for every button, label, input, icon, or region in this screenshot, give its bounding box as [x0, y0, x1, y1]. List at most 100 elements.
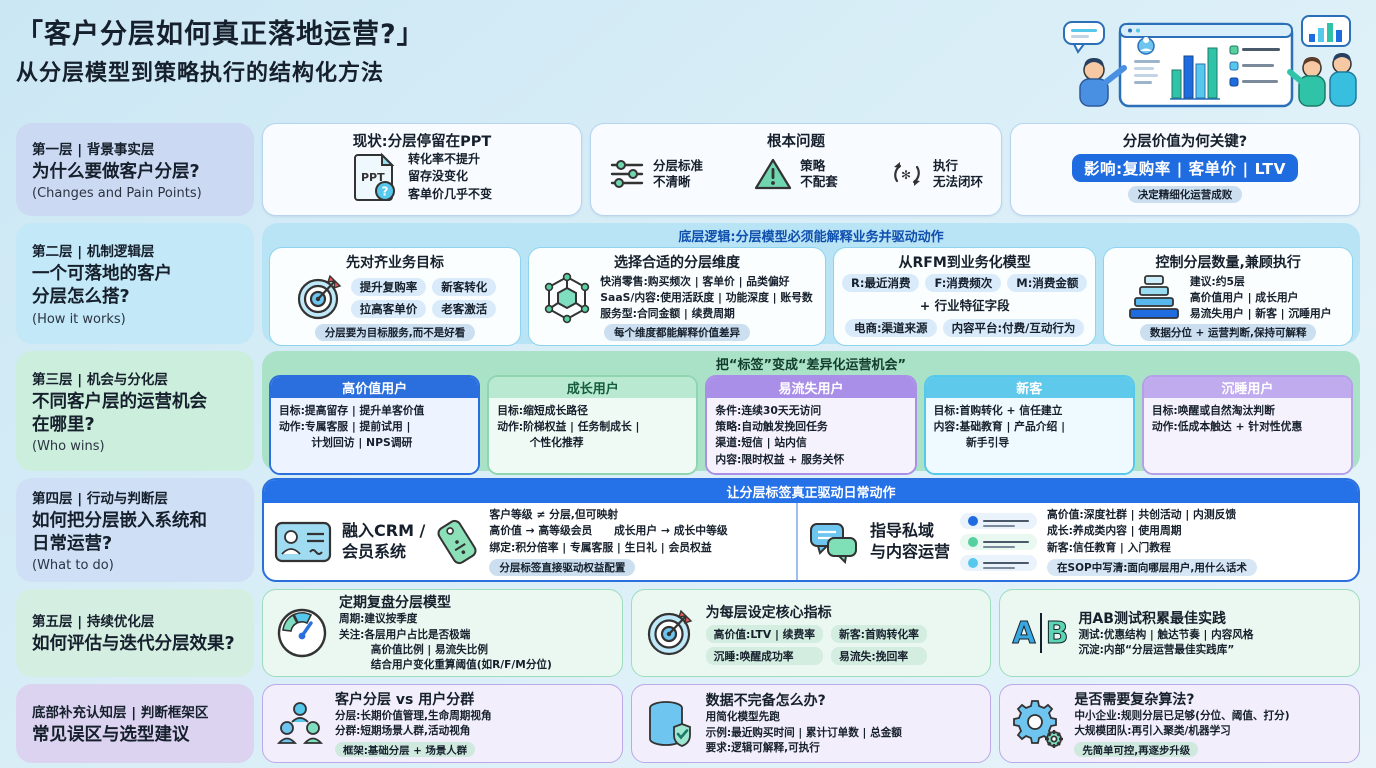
svg-text:?: ?	[381, 185, 388, 199]
row4-question: 如何把分层嵌入系统和 日常运营?	[32, 510, 207, 554]
crm-lines: 客户等级 ≠ 分层,但可映射 高价值 → 高等级会员 成长用户 → 成长中等级 …	[489, 508, 728, 554]
row6-label: 底部补充认知层 | 判断框架区 常见误区与选型建议	[16, 684, 254, 763]
dimensions-title: 选择合适的分层维度	[614, 255, 740, 271]
goal-pill: 老客激活	[432, 300, 497, 318]
kpi-pill: 高价值:LTV | 续费率	[705, 624, 824, 643]
align-goals-title: 先对齐业务目标	[346, 255, 444, 271]
bullet-list-graphic	[960, 512, 1038, 571]
row-optimization: 第五层 | 持续优化层 如何评估与迭代分层效果? 定期复盘分层模型 周期:建议按…	[16, 589, 1361, 677]
gauge-icon	[275, 606, 329, 660]
row6-tag: 底部补充认知层 | 判断框架区	[32, 704, 209, 721]
complex-algorithm-lines: 中小企业:规则分层已足够(分位、阈值、打分) 大规模团队:再引入聚类/机器学习	[1074, 709, 1290, 737]
row1-question: 为什么要做客户分层?	[32, 161, 200, 182]
problem-item-strategy-text: 策略 不配套	[800, 157, 838, 189]
row3-label: 第三层 | 机会与分化层 不同客户层的运营机会 在哪里? (Who wins)	[16, 351, 254, 471]
actions-panel: 让分层标签真正驱动日常动作 融入CRM / 会员系统	[262, 478, 1360, 582]
problem-item-execution: ✻ 执行 无法闭环	[889, 157, 983, 191]
align-goals-note: 分层要为目标服务,而不是好看	[314, 324, 476, 341]
title-line2: 从分层模型到策略执行的结构化方法	[16, 61, 385, 86]
dimensions-lines: 快消零售:购买频次 | 客单价 | 品类偏好 SaaS/内容:使用活跃度 | 功…	[600, 274, 813, 321]
segment-card-growth: 成长用户 目标:缩短成长路径 动作:阶梯权益 | 任务制成长 | 个性化推荐	[487, 375, 699, 475]
segment-card-high-value: 高价值用户 目标:提高留存 | 提升单客价值 动作:专属客服 | 提前试用 | …	[269, 375, 481, 475]
cycle-arrows-icon: ✻	[889, 157, 925, 191]
chat-bubbles-icon	[808, 520, 860, 564]
complex-algorithm-box: 是否需要复杂算法? 中小企业:规则分层已足够(分位、阈值、打分) 大规模团队:再…	[999, 684, 1361, 763]
review-title: 定期复盘分层模型	[339, 595, 451, 612]
gears-icon	[1012, 699, 1064, 749]
ab-test-title: 用AB测试积累最佳实践	[1078, 610, 1226, 627]
problem-item-strategy: 策略 不配套	[754, 157, 838, 191]
layer-count-title: 控制分层数量,兼顾执行	[1155, 255, 1301, 271]
kpi-title: 为每层设定核心指标	[705, 604, 832, 621]
problem-item-criteria-text: 分层标准 不清晰	[653, 157, 704, 189]
root-problem-box: 根本问题 分层标准 不清晰	[590, 123, 1002, 216]
row-opportunities: 第三层 | 机会与分化层 不同客户层的运营机会 在哪里? (Who wins) …	[16, 351, 1360, 475]
row6-question: 常见误区与选型建议	[32, 724, 190, 745]
private-domain-note: 在SOP中写清:面向哪层用户,用什么话术	[1047, 558, 1257, 576]
sliders-icon	[609, 158, 645, 190]
review-lines: 周期:建议按季度 关注:各层用户占比是否极端 高价值比例 | 易流失比例 结合用…	[339, 613, 552, 672]
value-box: 分层价值为何关键? 影响:复购率 | 客单价 | LTV 决定精细化运营成败	[1010, 123, 1360, 216]
row-actions: 第四层 | 行动与判断层 如何把分层嵌入系统和 日常运营? (What to d…	[16, 478, 1360, 582]
segmentation-framework-note: 框架:基础分层 + 场景人群	[335, 742, 476, 758]
segmentation-vs-grouping-box: 客户分层 vs 用户分群 分层:长期价值管理,生命周期视角 分群:短期场景人群,…	[262, 684, 623, 763]
value-title: 分层价值为何关键?	[1122, 134, 1248, 150]
crm-note: 分层标签直接驱动权益配置	[489, 558, 636, 576]
goal-pill: 拉高客单价	[350, 300, 427, 318]
page-title: 「客户分层如何真正落地运营?」 从分层模型到策略执行的结构化方法	[16, 12, 425, 87]
row2-subtitle-en: (How it works)	[32, 311, 126, 327]
ppt-document-icon: PPT ?	[352, 151, 398, 203]
segment-name: 高价值用户	[271, 377, 479, 398]
rfm-pill-m: M:消费金额	[1007, 274, 1088, 292]
opportunities-band: 把“标签”变成“差异化运营机会”	[715, 358, 907, 373]
ab-test-icon: A B	[1012, 613, 1069, 653]
segment-body: 条件:连续30天无访问 策略:自动触发挽回任务 渠道:短信 | 站内信 内容:限…	[707, 398, 915, 473]
header: 「客户分层如何真正落地运营?」 从分层模型到策略执行的结构化方法	[16, 12, 1360, 116]
rfm-title: 从RFM到业务化模型	[898, 255, 1031, 271]
status-box: 现状:分层停留在PPT PPT ? 转化率不提升 留存没变化 客单价几乎不变	[262, 123, 582, 216]
rfm-pill-ecom: 电商:渠道来源	[844, 319, 937, 337]
row3-question: 不同客户层的运营机会 在哪里?	[32, 391, 207, 435]
status-lines: 转化率不提升 留存没变化 客单价几乎不变	[407, 152, 492, 201]
rfm-pill-f: F:消费频次	[925, 274, 1002, 292]
private-domain-title: 指导私域 与内容运营	[870, 520, 951, 561]
row-background-facts: 第一层 | 背景事实层 为什么要做客户分层? (Changes and Pain…	[16, 123, 1360, 216]
layer-count-note: 数据分位 + 运营判断,保持可解释	[1139, 324, 1317, 341]
segment-body: 目标:提高留存 | 提升单客价值 动作:专属客服 | 提前试用 | 计划回访 |…	[271, 398, 479, 473]
incomplete-data-box: 数据不完备怎么办? 用简化模型先跑 示例:最近购买时间 | 累计订单数 | 总金…	[630, 684, 992, 763]
dimensions-note: 每个维度都能解释价值差异	[604, 324, 750, 341]
kpi-box: 为每层设定核心指标 高价值:LTV | 续费率 新客:首购转化率 沉睡:唤醒成功…	[630, 589, 992, 677]
database-icon	[644, 699, 696, 749]
row5-question: 如何评估与迭代分层效果?	[32, 634, 235, 655]
private-domain-box: 指导私域 与内容运营 高价值:深度社群 | 共创活动 | 内测反馈 成长:养成类…	[798, 503, 1358, 580]
problem-item-execution-text: 执行 无法闭环	[932, 157, 983, 189]
title-line1: 「客户分层如何真正落地运营?」	[16, 19, 425, 50]
rfm-pill-r: R:最近消费	[842, 274, 920, 292]
dimensions-box: 选择合适的分层维度	[528, 247, 826, 346]
review-box: 定期复盘分层模型 周期:建议按季度 关注:各层用户占比是否极端 高价值比例 | …	[262, 589, 623, 677]
warning-triangle-icon	[754, 157, 792, 191]
row3-subtitle-en: (Who wins)	[32, 439, 105, 455]
goal-pill: 提升复购率	[350, 278, 427, 296]
segment-body: 目标:首购转化 + 信任建立 内容:基础教育 | 产品介绍 | 新手引导	[925, 398, 1133, 473]
row2-label: 第二层 | 机制逻辑层 一个可落地的客户 分层怎么搭? (How it work…	[16, 223, 254, 344]
segment-card-new: 新客 目标:首购转化 + 信任建立 内容:基础教育 | 产品介绍 | 新手引导	[923, 375, 1135, 475]
segment-body: 目标:唤醒或自然淘汰判断 动作:低成本触达 + 针对性优惠	[1143, 398, 1352, 473]
impact-pill: 影响:复购率 | 客单价 | LTV	[1072, 154, 1298, 182]
row1-label: 第一层 | 背景事实层 为什么要做客户分层? (Changes and Pain…	[16, 123, 254, 216]
segment-card-churn-risk: 易流失用户 条件:连续30天无访问 策略:自动触发挽回任务 渠道:短信 | 站内…	[705, 375, 917, 475]
upgrade-note: 先简单可控,再逐步升级	[1074, 742, 1199, 758]
id-card-icon	[274, 521, 332, 563]
row4-subtitle-en: (What to do)	[32, 558, 114, 574]
segmentation-vs-grouping-lines: 分层:长期价值管理,生命周期视角 分群:短期场景人群,活动视角	[335, 709, 492, 737]
segment-name: 成长用户	[489, 377, 697, 398]
letter-b: B	[1045, 615, 1069, 651]
people-group-icon	[275, 700, 325, 748]
row5-tag: 第五层 | 持续优化层	[32, 614, 155, 631]
letter-a: A	[1012, 615, 1036, 651]
header-illustration	[1063, 15, 1357, 108]
kpi-pill: 新客:首购转化率	[831, 624, 927, 643]
row2-question: 一个可落地的客户 分层怎么搭?	[32, 264, 172, 307]
status-title: 现状:分层停留在PPT	[352, 134, 492, 150]
